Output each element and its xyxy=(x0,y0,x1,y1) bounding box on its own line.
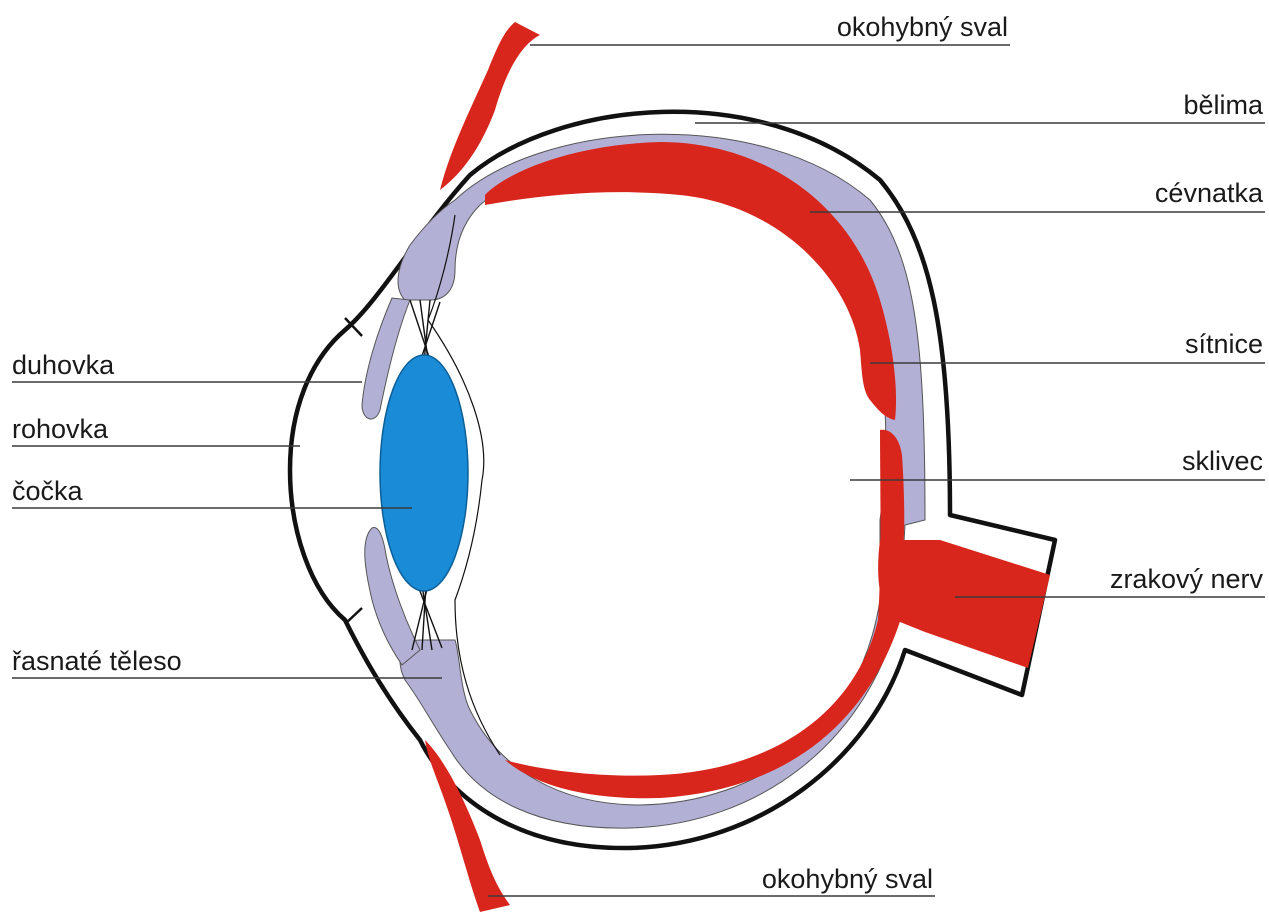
lens xyxy=(380,355,468,591)
label-belima: bělima xyxy=(1183,90,1264,120)
label-rasnate-teleso: řasnaté těleso xyxy=(12,646,182,676)
label-okohybny-sval-bottom: okohybný sval xyxy=(762,864,933,894)
label-okohybny-sval-top: okohybný sval xyxy=(837,12,1008,42)
label-sitnice: sítnice xyxy=(1185,329,1263,359)
label-zrakovy-nerv: zrakový nerv xyxy=(1110,564,1264,594)
label-cocka: čočka xyxy=(12,476,84,506)
label-sklivec: sklivec xyxy=(1182,446,1263,476)
label-cevnatka: cévnatka xyxy=(1155,178,1264,208)
label-rohovka: rohovka xyxy=(12,414,109,444)
label-duhovka: duhovka xyxy=(12,350,115,380)
